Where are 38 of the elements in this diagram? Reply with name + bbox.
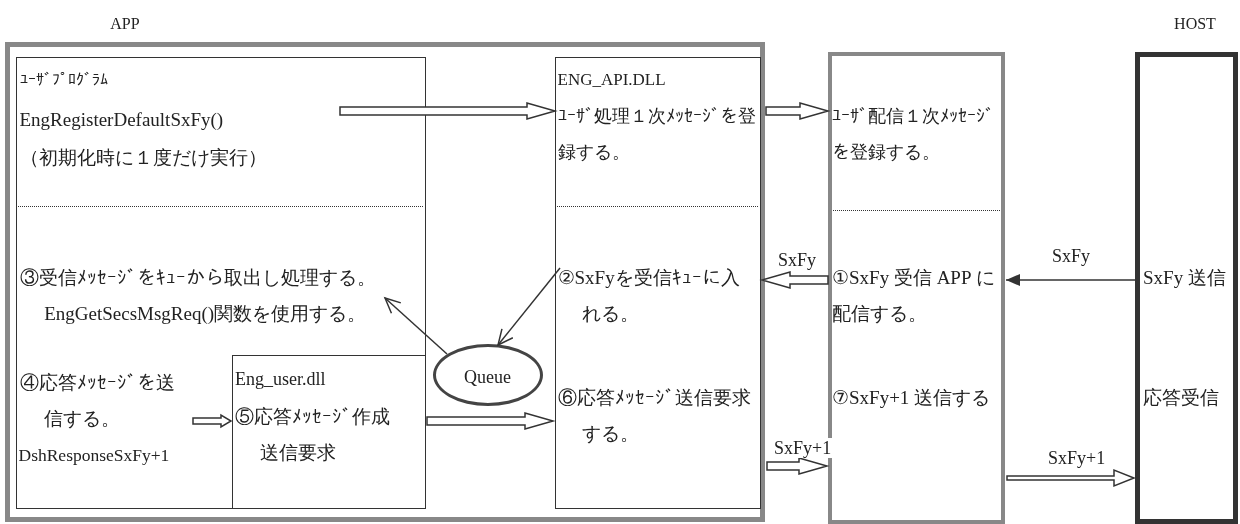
step-text: ﾕｰｻﾞ処理１次ﾒｯｾｰｼﾞを登録する。 [557, 104, 757, 164]
program-title: ﾕｰｻﾞﾌﾟﾛｸﾞﾗﾑ [19, 69, 109, 90]
component-box [555, 57, 761, 509]
file-name: ENG_API.DLL [557, 68, 667, 91]
step-text: ⑦SxFy+1 送信する [832, 386, 992, 410]
queue-ellipse [433, 344, 543, 406]
heading-label: APP [109, 14, 141, 34]
hollow-arrow [759, 271, 829, 289]
hollow-arrow [339, 102, 558, 120]
step-text: ⑤応答ﾒｯｾｰｼﾞ作成送信要求 [235, 405, 391, 465]
step-text: SxFy 送信 [1143, 266, 1227, 290]
step-text: ③受信ﾒｯｾｰｼﾞをｷｭｰから取出し処理する。EngGetSecsMsgReq()関数を使用する。 [19, 265, 377, 326]
queue-label: Queue [463, 365, 512, 389]
edge-label: SxFy [776, 250, 819, 270]
component-box [231, 354, 426, 509]
function-name: EngRegisterDefaultSxFy() [19, 107, 225, 132]
component-box [828, 52, 1005, 524]
arrow [497, 267, 561, 346]
edge-label: SxFy+1 [772, 438, 834, 458]
edge-label: SxFy+1 [1046, 448, 1108, 468]
double-line-arrow [1006, 468, 1136, 488]
step-text: ④応答ﾒｯｾｰｼﾞを送信する。 [19, 370, 176, 431]
hollow-arrow [426, 412, 556, 430]
step-text: ﾕｰｻﾞ配信１次ﾒｯｾｰｼﾞを登録する。 [832, 105, 995, 164]
note-text: （初期化時に１度だけ実行） [19, 145, 268, 170]
hollow-arrow [766, 457, 830, 475]
heading-label: HOST [1173, 14, 1217, 34]
step-text: 応答受信 [1143, 386, 1220, 410]
hollow-arrow [192, 413, 233, 429]
step-text: ①SxFy 受信 APP に配信する。 [832, 266, 996, 326]
arrow [384, 297, 448, 355]
arrow [1005, 274, 1136, 286]
function-name: DshResponseSxFy+1 [18, 443, 171, 467]
hollow-arrow [765, 102, 831, 120]
edge-label: SxFy [1050, 246, 1093, 266]
file-name: Eng_user.dll [235, 368, 327, 391]
step-text: ⑥応答ﾒｯｾｰｼﾞ送信要求する。 [557, 385, 752, 446]
step-text: ②SxFyを受信ｷｭｰに入れる。 [557, 265, 741, 326]
